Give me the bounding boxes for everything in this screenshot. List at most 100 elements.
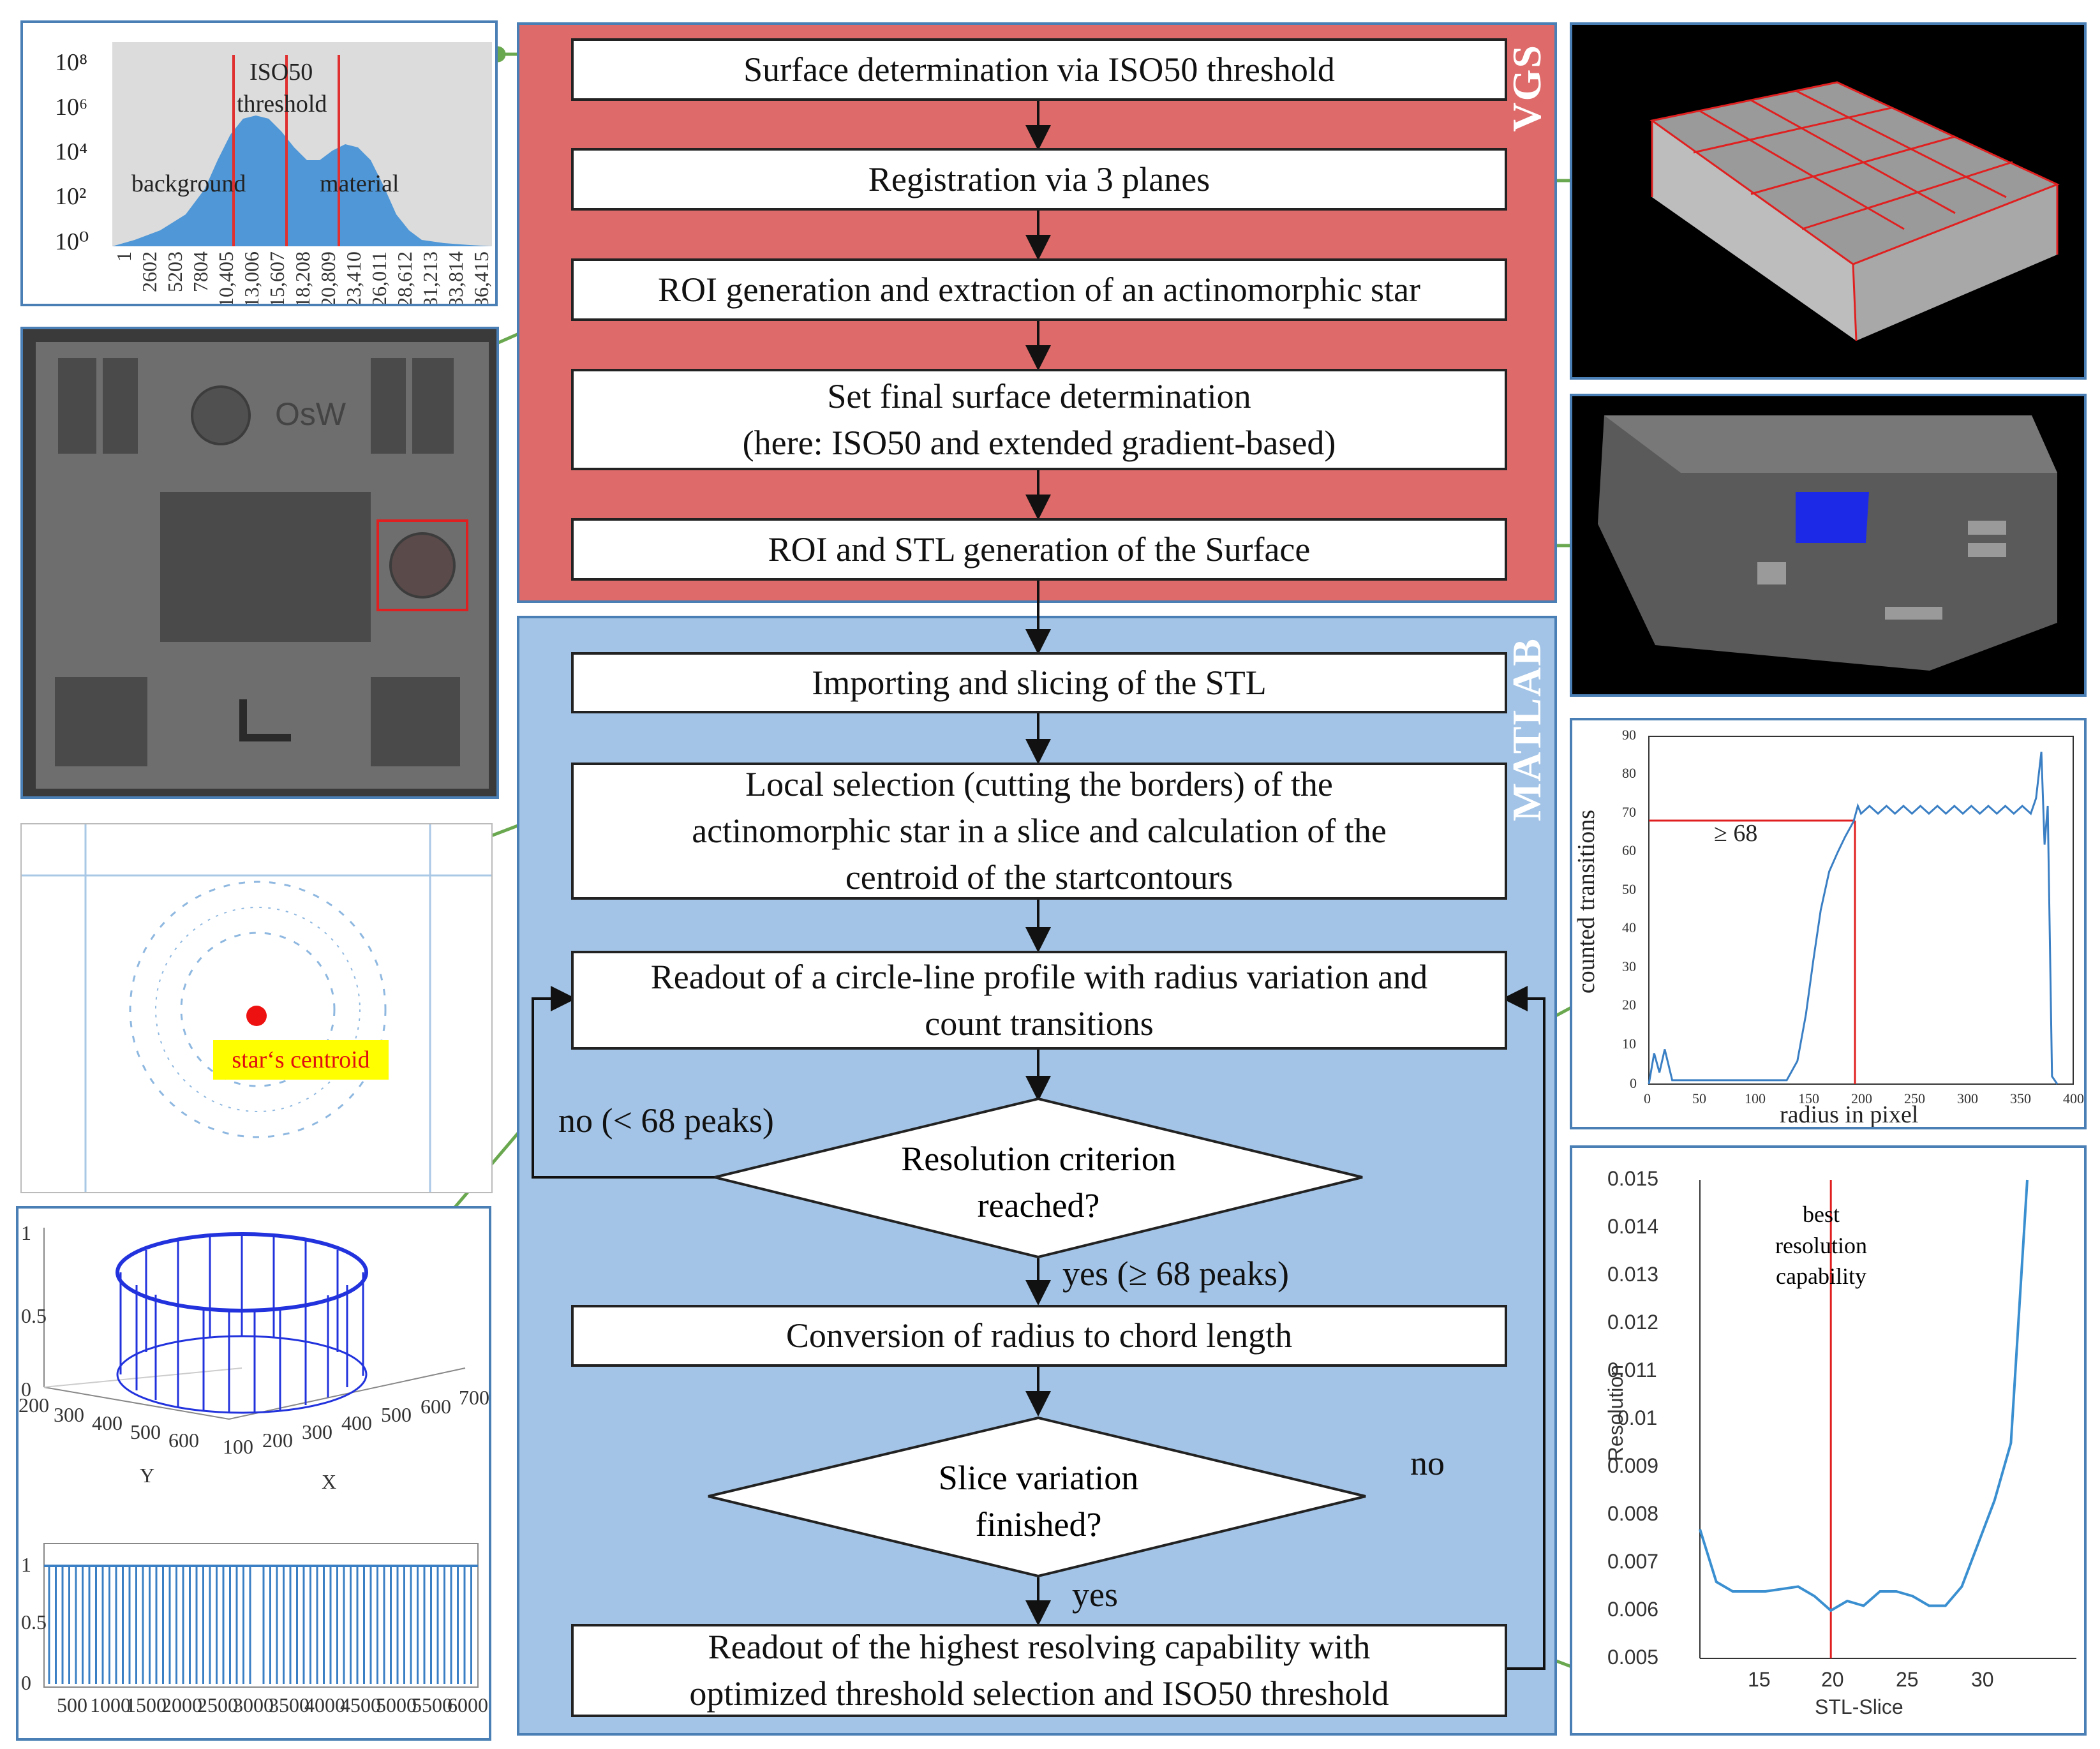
- step-registration: Registration via 3 planes: [571, 148, 1507, 211]
- hist-xtick: 28,612: [393, 251, 416, 306]
- step-local-selection: Local selection (cutting the borders) of…: [571, 763, 1507, 900]
- trans-xtick: 0: [1644, 1090, 1651, 1106]
- trans-xtick: 150: [1798, 1090, 1819, 1106]
- res-xtick: 20: [1821, 1668, 1844, 1691]
- res-ylabel: Resolution: [1604, 1365, 1627, 1462]
- p3d-ytick: 500: [130, 1420, 161, 1443]
- trans-ytick: 90: [1622, 727, 1636, 743]
- p3d-ytick: 300: [54, 1403, 84, 1426]
- step-final-surface: Set final surface determination (here: I…: [571, 369, 1507, 470]
- res-ytick: 0.012: [1607, 1311, 1659, 1334]
- hist-xtick: 1: [112, 251, 135, 262]
- profile-panel: 1 0.5 0 200 300 400 500 600 100 200 300 …: [16, 1206, 491, 1741]
- profile-graphic: [43, 1228, 479, 1688]
- hist-xtick: 20,809: [316, 251, 339, 306]
- ct-slice-panel: OsW: [20, 327, 499, 799]
- trans-ytick: 80: [1622, 765, 1636, 781]
- hist-xtick: 36,415: [470, 251, 493, 306]
- res-ytick: 0.005: [1607, 1646, 1659, 1669]
- res-annotation-line1: best: [1803, 1202, 1840, 1227]
- p3d-xtick: 500: [381, 1403, 412, 1426]
- stem-ytick-2: 0.5: [21, 1611, 47, 1634]
- hist-ytick-3: 10⁴: [55, 138, 88, 165]
- p3d-xtick: 100: [223, 1435, 253, 1458]
- roi-volume-panel: [1570, 394, 2087, 697]
- res-ytick: 0.007: [1607, 1550, 1659, 1573]
- edge-label-yes: yes: [1072, 1575, 1118, 1614]
- res-ytick: 0.011: [1607, 1358, 1657, 1381]
- hist-label-background: background: [131, 170, 246, 197]
- res-xlabel: STL-Slice: [1815, 1695, 1903, 1718]
- histogram-panel: 10⁸ 10⁶ 10⁴ 10² 10⁰ ISO50 threshold back…: [20, 20, 498, 306]
- hist-label-material: material: [320, 170, 399, 197]
- step-conversion-chord-text: Conversion of radius to chord length: [786, 1316, 1293, 1355]
- p3d-ytick: 200: [19, 1394, 49, 1417]
- stem-xtick: 1500: [126, 1693, 167, 1716]
- hist-label-iso50: ISO50: [249, 59, 313, 86]
- p3d-xtick: 400: [341, 1411, 372, 1434]
- step-roi-stl-text: ROI and STL generation of the Surface: [768, 530, 1311, 569]
- stem-ytick-3: 0: [21, 1671, 31, 1694]
- p3d-ztick-1: 1: [21, 1221, 31, 1244]
- step-import-slice: Importing and slicing of the STL: [571, 652, 1507, 713]
- decision-resolution-line2: reached?: [977, 1186, 1100, 1224]
- step-roi-stl: ROI and STL generation of the Surface: [571, 518, 1507, 581]
- decision-slice-line2: finished?: [975, 1505, 1102, 1544]
- trans-ytick: 20: [1622, 997, 1636, 1013]
- hist-xtick: 5203: [163, 251, 186, 292]
- trans-annotation: ≥ 68: [1714, 820, 1758, 847]
- resolution-chart-panel: 0.015 0.014 0.013 0.012 0.011 0.01 0.009…: [1570, 1145, 2087, 1736]
- res-ytick: 0.014: [1607, 1215, 1659, 1238]
- res-xtick: 15: [1748, 1668, 1771, 1691]
- step-registration-text: Registration via 3 planes: [868, 160, 1210, 198]
- res-ytick: 0.009: [1607, 1454, 1659, 1477]
- stem-xtick: 2000: [161, 1693, 202, 1716]
- p3d-ytick: 400: [92, 1411, 123, 1434]
- svg-text:OsW: OsW: [275, 396, 346, 432]
- step-local-selection-line2: actinomorphic star in a slice and calcul…: [692, 812, 1387, 851]
- step-circle-profile-line2: count transitions: [925, 1004, 1154, 1043]
- step-circle-profile-line1: Readout of a circle-line profile with ra…: [650, 957, 1428, 996]
- centroid-label-box: star‘s centroid: [213, 1040, 389, 1080]
- stem-xtick: 4000: [304, 1693, 345, 1716]
- trans-ytick: 10: [1622, 1036, 1636, 1052]
- transitions-chart-panel: 90 80 70 60 50 40 30 20 10 0 0 50 100 15…: [1570, 718, 2087, 1129]
- trans-xtick: 50: [1692, 1090, 1706, 1106]
- trans-xlabel: radius in pixel: [1780, 1101, 1919, 1128]
- decision-resolution-line1: Resolution criterion: [901, 1140, 1176, 1178]
- step-readout-highest-line2: optimized threshold selection and ISO50 …: [689, 1674, 1389, 1713]
- step-readout-highest: Readout of the highest resolving capabil…: [571, 1624, 1507, 1717]
- trans-xtick: 300: [1957, 1090, 1978, 1106]
- hist-ytick-1: 10⁸: [55, 49, 88, 76]
- roi-volume-graphic: [1598, 415, 2057, 671]
- res-annotation-line2: resolution: [1775, 1232, 1867, 1258]
- edge-label-no-peaks: no (< 68 peaks): [558, 1101, 774, 1140]
- p3d-xtick: 600: [421, 1395, 451, 1418]
- trans-ytick: 0: [1630, 1075, 1637, 1091]
- stem-ytick-1: 1: [21, 1553, 31, 1576]
- trans-ytick: 60: [1622, 842, 1636, 858]
- hist-xtick: 10,405: [214, 251, 237, 306]
- stem-xtick: 4500: [340, 1693, 381, 1716]
- registration-render-panel: [1570, 22, 2087, 380]
- edge-label-yes-peaks: yes (≥ 68 peaks): [1062, 1254, 1290, 1293]
- step-conversion-chord: Conversion of radius to chord length: [571, 1305, 1507, 1367]
- res-annotation: best resolution capability: [1745, 1199, 1898, 1292]
- stem-xtick: 2500: [197, 1693, 238, 1716]
- res-xtick: 30: [1971, 1668, 1994, 1691]
- res-ytick: 0.013: [1607, 1263, 1659, 1286]
- ct-slice-graphic: OsW: [36, 342, 489, 789]
- edge-label-no: no: [1410, 1444, 1445, 1482]
- step-surface-iso50-text: Surface determination via ISO50 threshol…: [743, 50, 1335, 89]
- centroid-label: star‘s centroid: [232, 1046, 370, 1073]
- step-local-selection-line1: Local selection (cutting the borders) of…: [745, 765, 1333, 804]
- stem-xtick: 1000: [90, 1693, 131, 1716]
- res-ytick: 0.008: [1607, 1502, 1659, 1525]
- step-local-selection-line3: centroid of the startcontours: [845, 858, 1233, 897]
- p3d-ylabel: Y: [140, 1464, 155, 1487]
- p3d-ztick-2: 0.5: [21, 1304, 47, 1327]
- trans-xtick: 200: [1851, 1090, 1872, 1106]
- stem-xtick: 3500: [269, 1693, 309, 1716]
- res-ytick: 0.015: [1607, 1167, 1659, 1190]
